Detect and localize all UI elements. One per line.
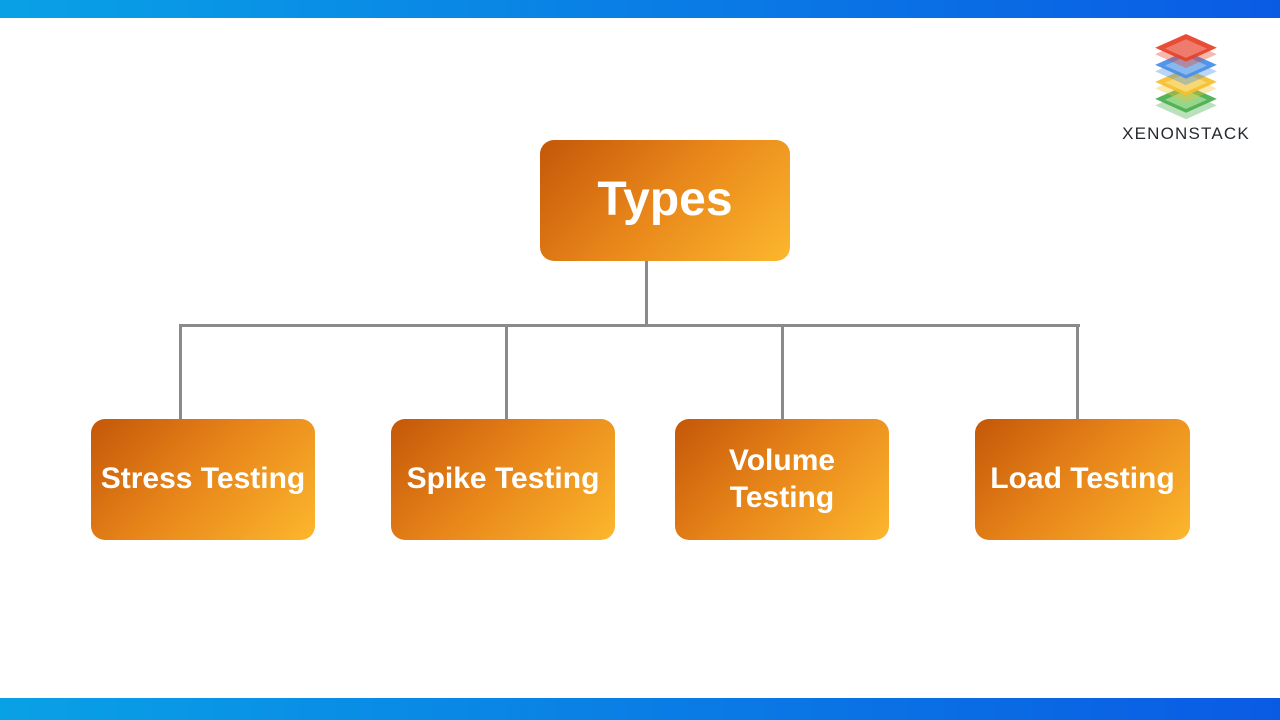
node-spike-testing-label: Spike Testing — [406, 462, 600, 496]
brand-name: XENONSTACK — [1122, 124, 1250, 143]
node-volume-testing-label: Volume Testing — [728, 443, 836, 514]
bottom-accent-bar — [0, 698, 1280, 720]
connector-root-stem — [645, 260, 648, 326]
connector-drop-load — [1076, 324, 1079, 420]
top-accent-bar — [0, 0, 1280, 18]
node-stress-testing-label: Stress Testing — [100, 462, 306, 496]
node-types-label: Types — [597, 173, 733, 227]
node-volume-testing: Volume Testing — [675, 419, 889, 540]
connector-drop-spike — [505, 324, 508, 420]
node-types: Types — [540, 140, 790, 261]
node-spike-testing: Spike Testing — [391, 419, 615, 540]
stacked-layers-icon — [1155, 34, 1217, 120]
node-stress-testing: Stress Testing — [91, 419, 315, 540]
connector-drop-stress — [179, 324, 182, 420]
connector-horizontal — [179, 324, 1080, 327]
node-load-testing: Load Testing — [975, 419, 1190, 540]
xenonstack-logo: XENONSTACK — [1116, 34, 1256, 144]
node-load-testing-label: Load Testing — [990, 462, 1175, 496]
connector-drop-volume — [781, 324, 784, 420]
